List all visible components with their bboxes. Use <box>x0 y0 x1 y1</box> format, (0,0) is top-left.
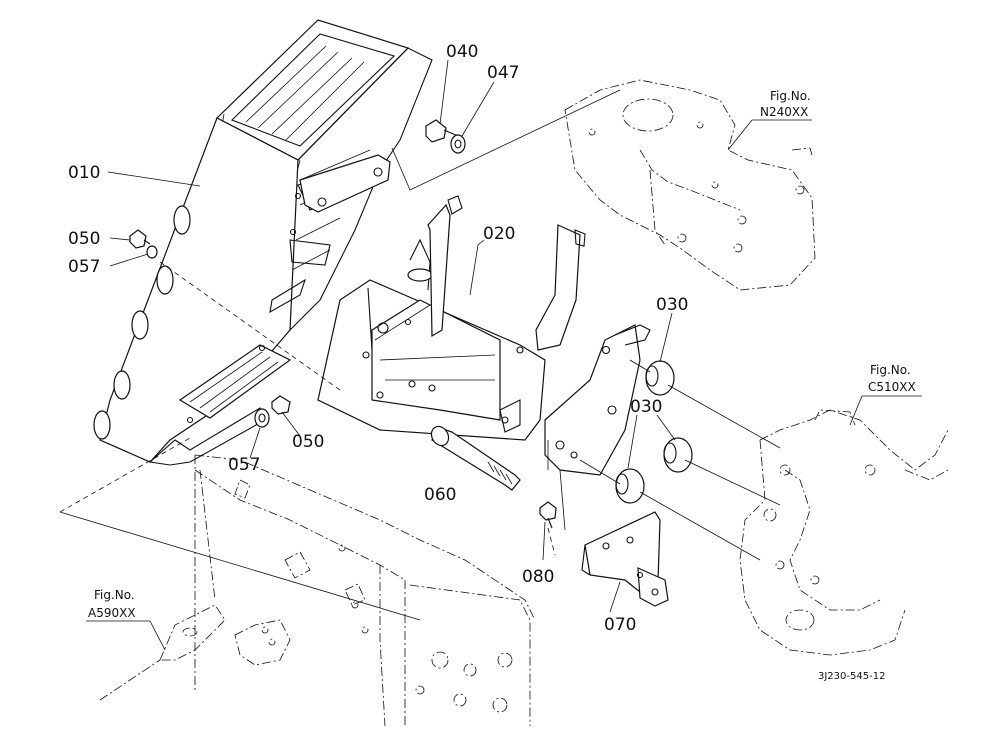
fig-n240-prefix: Fig.No. <box>770 89 811 103</box>
fig-a590-code: A590XX <box>88 606 136 620</box>
ref-part-a590 <box>99 454 536 727</box>
ref-part-c510 <box>739 409 949 656</box>
label-057-right: 057 <box>228 455 260 475</box>
label-050-left: 050 <box>68 229 100 249</box>
alignment-lines <box>59 89 781 621</box>
label-057-left: 057 <box>68 257 100 277</box>
label-030-lower: 030 <box>630 397 662 417</box>
bolt-050-left <box>129 229 151 249</box>
bolt-080 <box>539 501 557 529</box>
frame-020 <box>317 195 651 476</box>
label-030-upper: 030 <box>656 295 688 315</box>
washer-057-right <box>254 408 270 428</box>
label-080: 080 <box>522 567 554 587</box>
fig-c510-prefix: Fig.No. <box>870 363 911 377</box>
washer-047 <box>450 134 466 154</box>
fig-c510-code: C510XX <box>868 380 916 394</box>
label-020: 020 <box>483 224 515 244</box>
bolt-040 <box>425 119 459 143</box>
bolt-050-right <box>271 395 291 415</box>
fig-n240-code: N240XX <box>760 105 808 119</box>
label-060: 060 <box>424 485 456 505</box>
label-040: 040 <box>446 42 478 62</box>
ref-part-n240 <box>564 79 816 291</box>
figure-labels: Fig.No. N240XX Fig.No. C510XX Fig.No. A5… <box>88 89 916 620</box>
label-047: 047 <box>487 63 519 83</box>
fig-a590-prefix: Fig.No. <box>94 588 135 602</box>
drawing-reference: 3J230-545-12 <box>818 671 885 682</box>
part-labels: 010 040 047 020 050 057 030 030 050 057 … <box>68 42 688 635</box>
washer-057-left <box>146 245 158 259</box>
bolt-060 <box>430 425 521 491</box>
spacers-030 <box>615 360 693 504</box>
leader-lines <box>86 59 922 651</box>
bracket-070 <box>581 511 669 607</box>
label-010: 010 <box>68 163 100 183</box>
label-070: 070 <box>604 615 636 635</box>
label-050-right: 050 <box>292 432 324 452</box>
